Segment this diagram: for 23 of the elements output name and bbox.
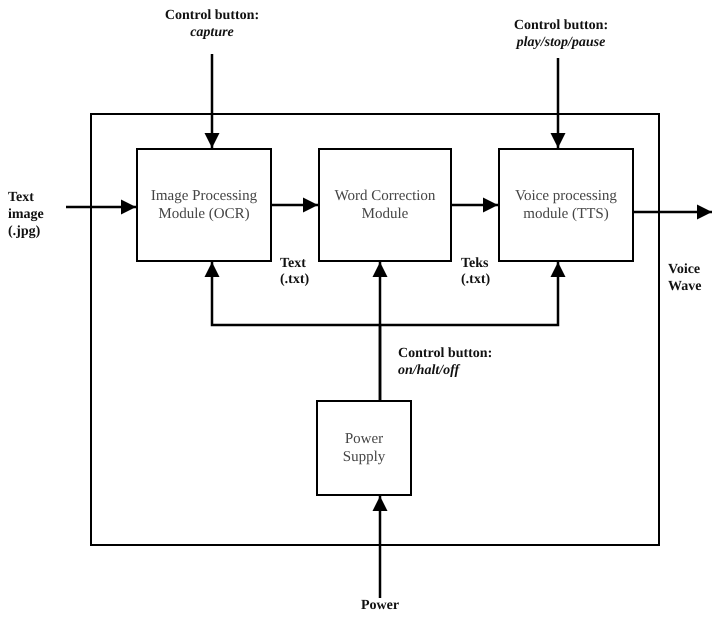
arrow bbox=[372, 496, 388, 598]
arrow bbox=[378, 262, 566, 400]
process-box bbox=[498, 148, 634, 262]
text-label: Control button: play/stop/pause bbox=[512, 18, 610, 52]
text-label: Control button: capture bbox=[164, 8, 260, 42]
process-box bbox=[316, 400, 412, 496]
process-box bbox=[318, 148, 452, 262]
text-label: Control button: on/halt/off bbox=[398, 346, 494, 380]
text-label: Power bbox=[360, 598, 400, 615]
system-boundary-box bbox=[90, 113, 660, 546]
arrow bbox=[550, 58, 566, 148]
box-label: Voice processing module (TTS) bbox=[514, 187, 618, 223]
arrow bbox=[452, 198, 498, 212]
text-label: Text image (.jpg) bbox=[8, 190, 45, 240]
box-label: Image Processing Module (OCR) bbox=[150, 187, 258, 223]
arrow bbox=[272, 198, 318, 212]
arrow bbox=[634, 204, 712, 220]
arrow bbox=[66, 200, 136, 214]
process-box bbox=[136, 148, 272, 262]
box-label: Power Supply bbox=[342, 430, 386, 466]
box-label: Word Correction Module bbox=[334, 187, 436, 223]
arrow bbox=[204, 54, 220, 148]
text-label: Voice Wave bbox=[668, 262, 702, 296]
